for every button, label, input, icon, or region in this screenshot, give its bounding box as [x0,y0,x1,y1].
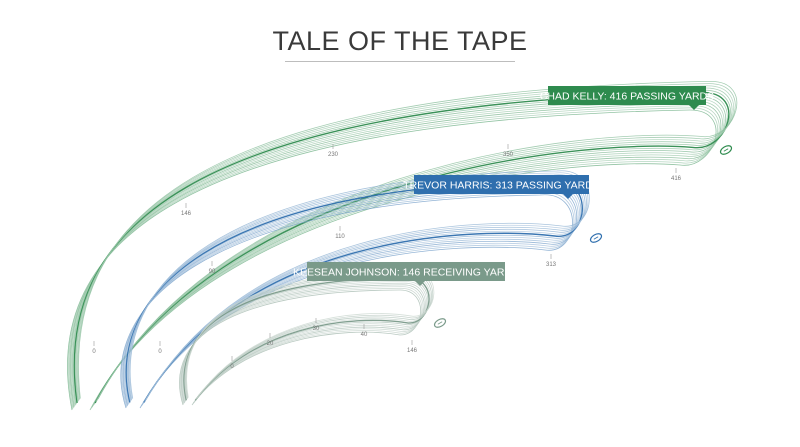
series-2-line [120,194,573,409]
tick-label: 20 [267,341,274,347]
series-2-callout: TREVOR HARRIS: 313 PASSING YARDS [403,175,600,199]
series-3-line [183,279,429,402]
series-1-line [69,102,722,408]
title-underline [285,61,515,62]
series-3-line [183,277,430,401]
tick-label: 0 [158,349,162,355]
series-3-line [185,272,434,399]
tick-label: 0 [230,364,234,370]
football-icon [719,145,733,155]
tick-label: 350 [503,152,514,158]
series-3-line [186,270,435,398]
series-1-callout: CHAD KELLY: 416 PASSING YARDS [540,86,714,110]
series-3-line [185,274,432,400]
series-label: KEESEAN JOHNSON: 146 RECEIVING YARDS [293,267,519,279]
series-2-line [125,180,583,403]
series-2-line [126,178,584,402]
series-2-line [122,188,577,406]
tick-label: 0 [92,349,96,355]
series-2-line [127,176,586,402]
series-3-line [184,275,431,400]
series-2-line [128,174,587,401]
tick-label: 230 [328,152,339,158]
tick-label: 40 [361,332,368,338]
football-icon [433,318,447,328]
series-1-line [74,89,731,403]
series-1-line [67,107,719,410]
series-3-line [181,284,425,404]
series-label: CHAD KELLY: 416 PASSING YARDS [540,91,714,103]
series-label: TREVOR HARRIS: 313 PASSING YARDS [403,180,600,192]
series-1-line [68,105,720,409]
tick-label: 110 [335,234,345,240]
series-3-line [182,281,428,402]
tick-label: 416 [671,176,682,182]
series-3-line [180,286,424,404]
series-3-line [179,287,423,405]
tick-label: 30 [313,326,320,332]
tick-label: 146 [181,211,192,217]
tick-label: 146 [407,348,418,354]
series-1-line [75,87,733,402]
series-3-line [179,289,422,406]
series-1-line [67,109,717,411]
tick-label: 90 [209,269,216,275]
series-3-ribbon: 0 20 30 40 146 [179,270,435,406]
series-3-line [181,282,426,403]
football-icon [589,233,603,243]
series-3-callout: KEESEAN JOHNSON: 146 RECEIVING YARDS [293,262,519,286]
tick-label: 313 [546,262,557,268]
chart-title: TALE OF THE TAPE [272,26,528,56]
